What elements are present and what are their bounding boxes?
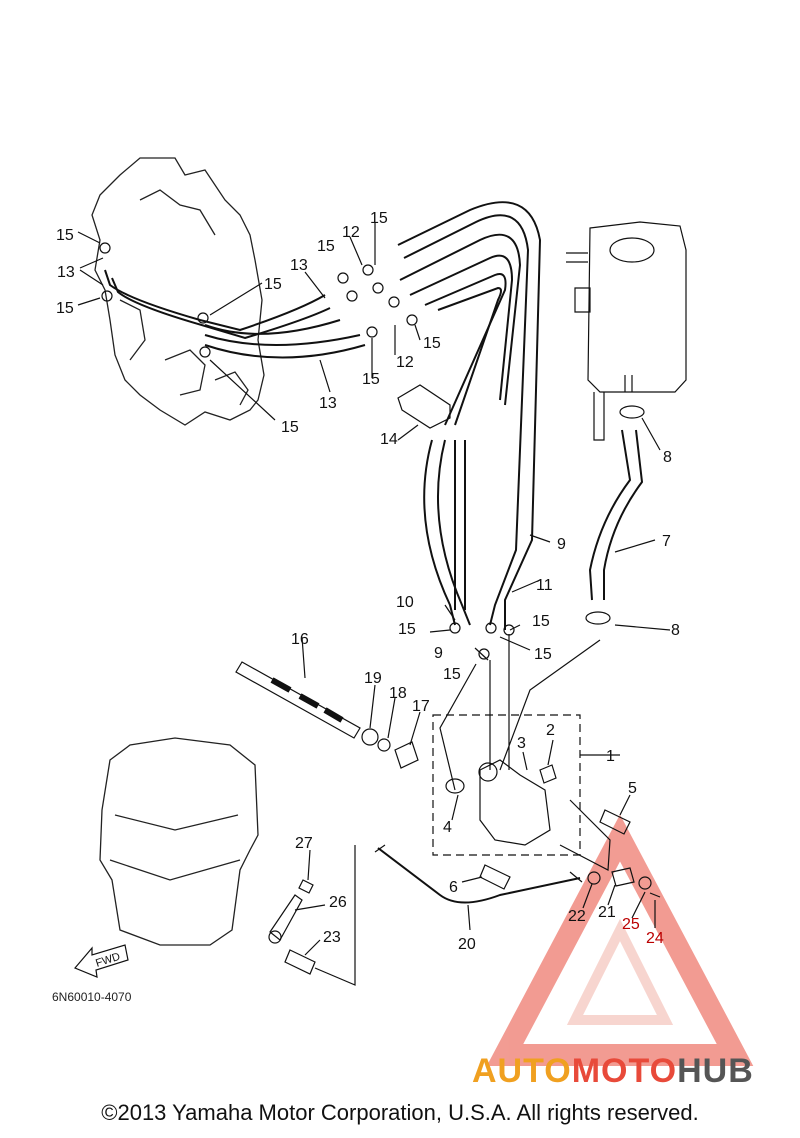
watermark-part-moto: MOTO <box>571 1052 678 1090</box>
hose-bundle <box>397 201 542 630</box>
seal-parts <box>361 728 419 769</box>
callout-25: 25 <box>622 916 640 933</box>
callout-12a: 12 <box>342 224 360 241</box>
lower-engine-outline <box>99 737 259 946</box>
callout-24: 24 <box>646 930 664 947</box>
callout-4: 4 <box>443 819 452 836</box>
callout-19: 19 <box>364 670 382 687</box>
callout-22: 22 <box>568 908 586 925</box>
callout-3: 3 <box>517 735 526 752</box>
short-hoses <box>104 269 366 359</box>
callout-21: 21 <box>598 904 616 921</box>
callout-12b: 12 <box>396 354 414 371</box>
callout-6: 6 <box>449 879 458 896</box>
watermark-logo <box>486 814 754 1066</box>
callout-labels: 1 2 3 4 5 6 7 8 8 9 9 10 11 12 12 13 13 … <box>56 210 680 953</box>
callout-15e: 15 <box>317 238 335 255</box>
callout-5: 5 <box>628 780 637 797</box>
callout-13a: 13 <box>57 264 75 281</box>
callout-13c: 13 <box>319 395 337 412</box>
callout-15f: 15 <box>370 210 388 227</box>
callout-15g: 15 <box>423 335 441 352</box>
callout-18: 18 <box>389 685 407 702</box>
callout-11: 11 <box>536 577 553 594</box>
callout-2: 2 <box>546 722 555 739</box>
fwd-arrow: FWD <box>74 944 129 978</box>
callout-23: 23 <box>323 929 341 946</box>
callout-7: 7 <box>662 533 671 550</box>
callout-15h: 15 <box>362 371 380 388</box>
watermark-part-hub: HUB <box>677 1052 754 1090</box>
callout-14: 14 <box>380 431 398 448</box>
joints <box>587 867 661 898</box>
oil-tank <box>566 221 687 441</box>
callout-17: 17 <box>412 698 430 715</box>
callout-15i: 15 <box>398 621 416 638</box>
callout-26: 26 <box>329 894 347 911</box>
copyright-footer: ©2013 Yamaha Motor Corporation, U.S.A. A… <box>101 1100 699 1125</box>
bolts <box>479 809 631 890</box>
lever-26 <box>268 845 356 986</box>
filler-hose-7 <box>585 405 645 625</box>
callout-15c: 15 <box>264 276 282 293</box>
shaft-16 <box>235 661 361 739</box>
callout-1: 1 <box>606 748 615 765</box>
upper-engine-outline <box>91 157 265 426</box>
callout-16: 16 <box>291 631 309 648</box>
link-rod-20 <box>374 844 583 904</box>
fittings <box>99 242 515 660</box>
callout-15k: 15 <box>534 646 552 663</box>
callout-15d: 15 <box>281 419 299 436</box>
callout-8b: 8 <box>671 622 680 639</box>
callout-9a: 9 <box>557 536 566 553</box>
watermark-brand: AUTOMOTOHUB <box>472 1052 754 1091</box>
callout-10: 10 <box>396 594 414 611</box>
callout-8a: 8 <box>663 449 672 466</box>
callout-15j: 15 <box>532 613 550 630</box>
leader-lines <box>77 222 671 956</box>
callout-15a: 15 <box>56 227 74 244</box>
callout-13b: 13 <box>290 257 308 274</box>
oil-pump-assembly <box>432 714 581 856</box>
callout-15l: 15 <box>443 666 461 683</box>
hose-clamp-14 <box>397 384 451 429</box>
callout-9b: 9 <box>434 645 443 662</box>
watermark-part-auto: AUTO <box>472 1052 572 1090</box>
diagram-code: 6N60010-4070 <box>52 990 132 1004</box>
callout-20: 20 <box>458 936 476 953</box>
callout-27: 27 <box>295 835 313 852</box>
callout-15b: 15 <box>56 300 74 317</box>
